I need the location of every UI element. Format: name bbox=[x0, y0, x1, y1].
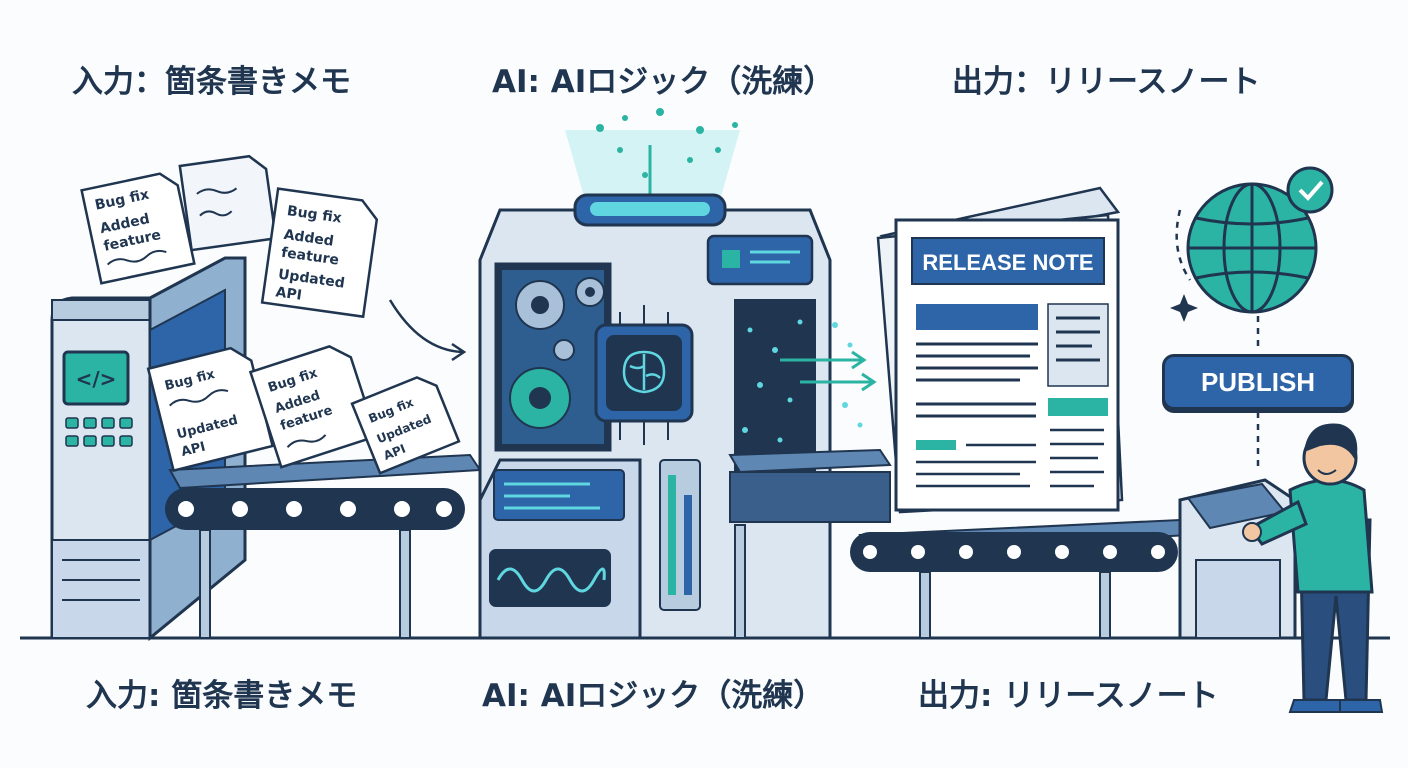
publish-button-label: PUBLISH bbox=[1200, 366, 1316, 397]
svg-text:Added: Added bbox=[283, 227, 335, 250]
label-output-top: 出力：リリースノート bbox=[952, 64, 1261, 100]
code-screen bbox=[62, 350, 130, 406]
waveform-icon bbox=[496, 567, 606, 593]
kiosk-terminal bbox=[1178, 478, 1297, 640]
gear-icon bbox=[509, 277, 605, 429]
conveyor-output bbox=[850, 518, 1192, 639]
flow-arrow-1 bbox=[388, 299, 463, 354]
label-ai-top: AI: AIロジック（洗練） bbox=[492, 64, 835, 100]
memo-paper-1: Bug fix Added feature bbox=[80, 172, 196, 285]
conveyor-input bbox=[165, 453, 482, 639]
keypad bbox=[65, 417, 133, 447]
code-icon: </> bbox=[76, 367, 117, 391]
svg-text:API: API bbox=[180, 439, 207, 459]
svg-text:API: API bbox=[275, 284, 303, 304]
memo-paper-4: Bug fix Updated API bbox=[146, 346, 275, 473]
light-beam bbox=[565, 130, 740, 200]
ai-machine bbox=[478, 108, 832, 640]
release-note-title: RELEASE NOTE bbox=[922, 250, 1093, 275]
label-ai-bottom: AI: AIロジック（洗練） bbox=[482, 678, 825, 714]
label-output-bottom: 出力: リリースノート bbox=[918, 678, 1219, 714]
label-input-top: 入力：箇条書きメモ bbox=[72, 64, 351, 100]
release-note-document: RELEASE NOTE bbox=[876, 186, 1124, 514]
flow-arrow-2 bbox=[780, 350, 877, 392]
check-badge-icon bbox=[1286, 166, 1334, 214]
person-figure bbox=[1242, 423, 1384, 713]
memo-paper-3: Bug fix Added feature Updated API bbox=[260, 187, 379, 319]
publish-button[interactable]: PUBLISH bbox=[1162, 354, 1354, 410]
memo-paper-5: Bug fix Added feature bbox=[248, 345, 379, 469]
globe-icon bbox=[1186, 182, 1318, 314]
svg-text:Bug fix: Bug fix bbox=[286, 203, 343, 226]
brain-icon bbox=[622, 350, 666, 394]
sparkle-icon bbox=[1170, 294, 1198, 322]
label-input-bottom: 入力: 箇条書きメモ bbox=[86, 678, 358, 714]
waveform-screen bbox=[489, 549, 611, 607]
conveyor-ai bbox=[728, 448, 892, 639]
memo-paper-2 bbox=[178, 154, 278, 252]
memo-paper-6: Bug fix Updated API bbox=[350, 376, 461, 475]
